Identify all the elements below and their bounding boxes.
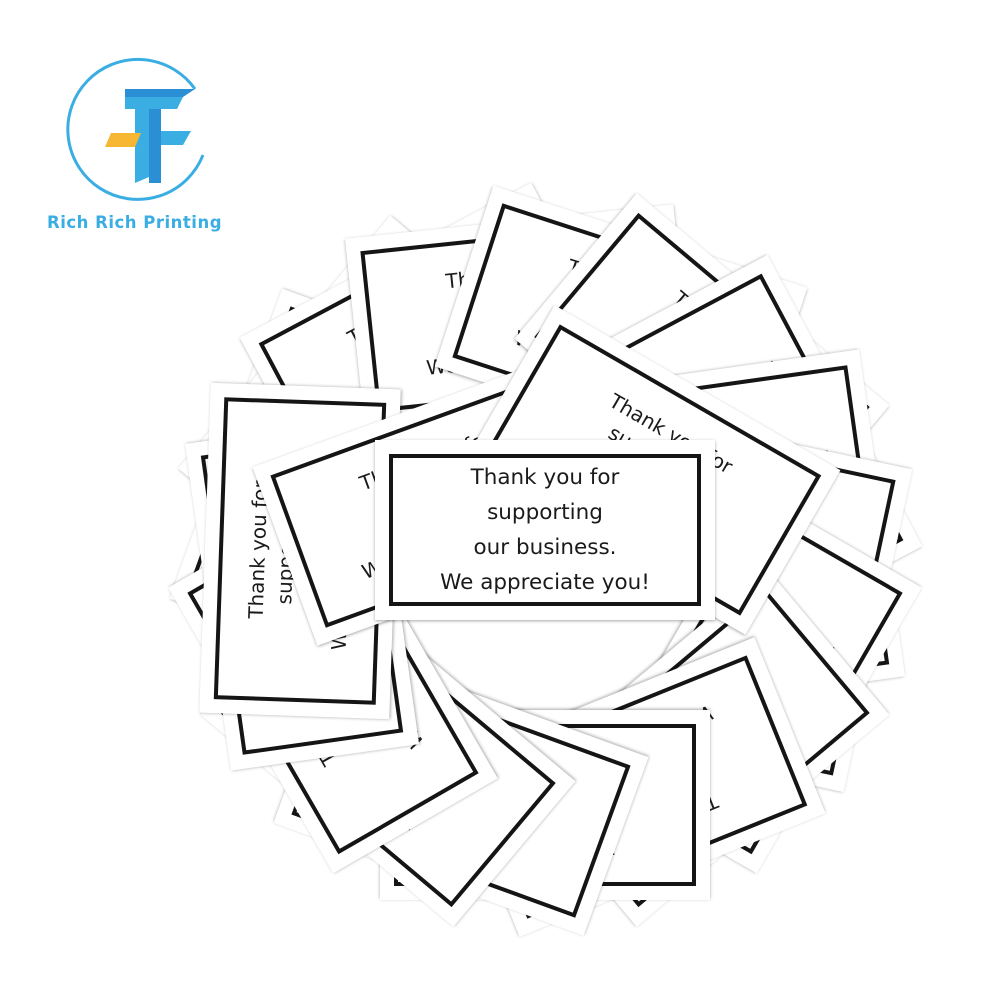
brand-name: Rich Rich Printing (47, 213, 222, 232)
card-text-line: We appreciate you! (440, 570, 650, 595)
card-text-line: our business. (473, 535, 617, 560)
brand-logo: Rich Rich Printing (40, 55, 250, 245)
thank-you-card-front: Thank you for supporting our business. We a… (375, 440, 715, 620)
card-text-line: supporting (487, 500, 603, 525)
card-text-line: Thank you for (470, 465, 620, 490)
card-border-frame: Thank you for supporting our business. We a… (389, 454, 701, 606)
rf-monogram-icon (66, 57, 205, 201)
